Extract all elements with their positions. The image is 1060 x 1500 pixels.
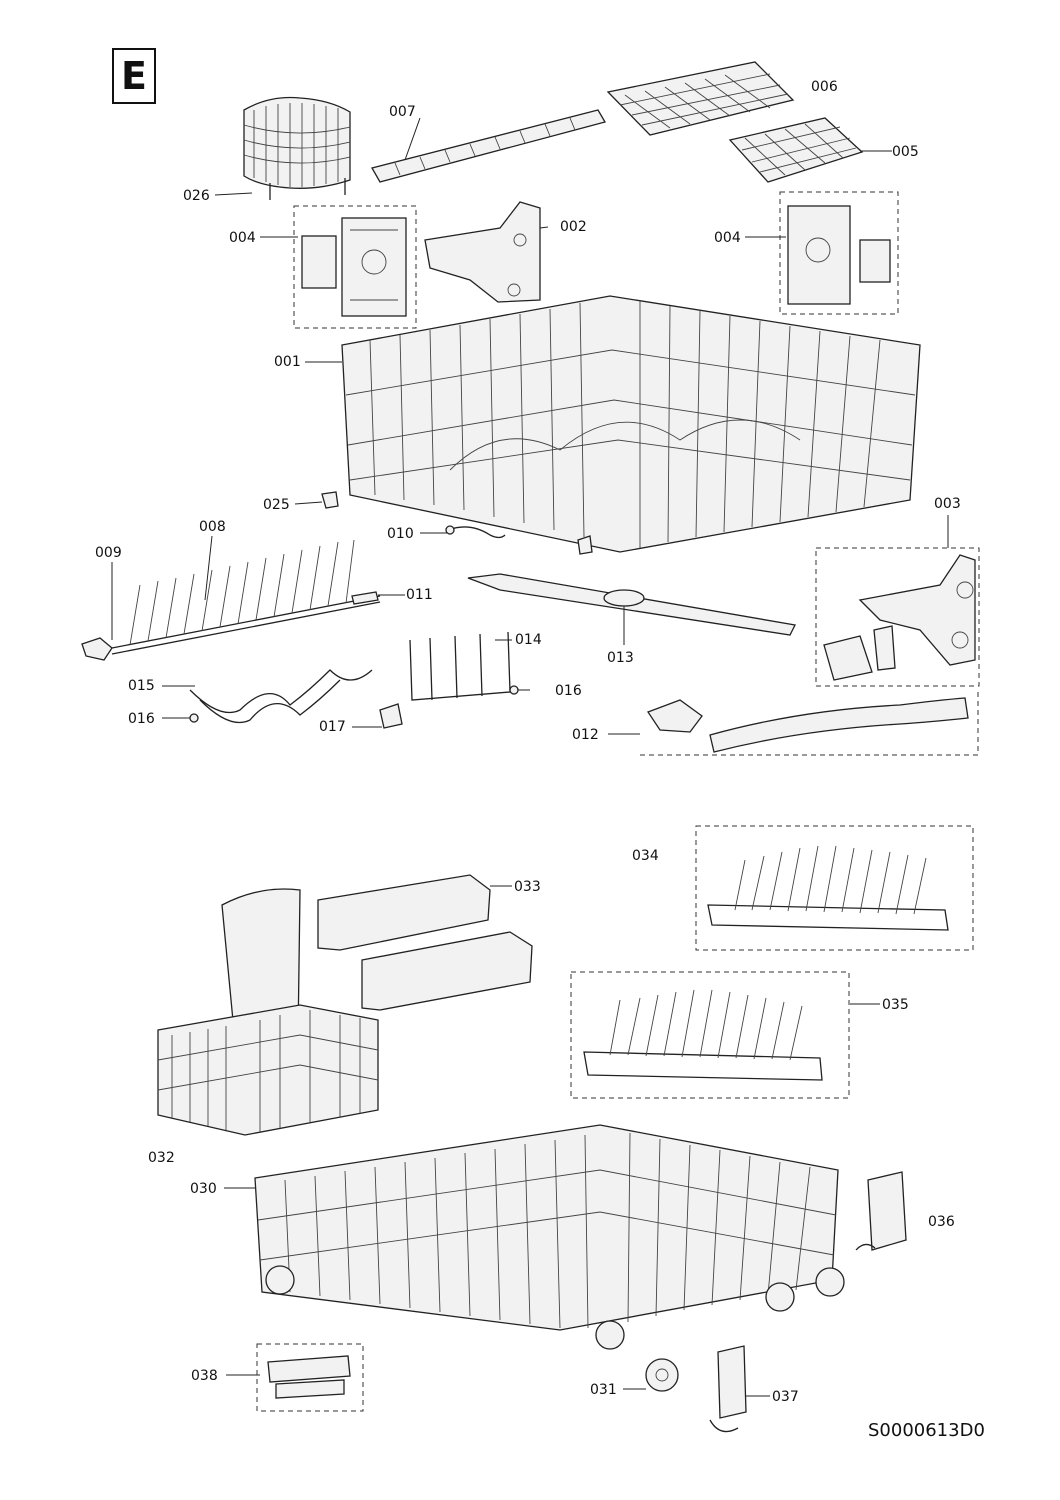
- part-001-upper-rack: [341, 295, 921, 553]
- part-label-009: 009: [95, 545, 122, 561]
- part-label-036: 036: [928, 1214, 955, 1230]
- part-037-bracket: [709, 1345, 747, 1433]
- part-label-030: 030: [190, 1181, 217, 1197]
- part-label-034: 034: [632, 848, 659, 864]
- part-008-tine-row: [111, 539, 381, 655]
- part-label-031: 031: [590, 1382, 617, 1398]
- part-036-bracket: [855, 1171, 907, 1251]
- part-030-lower-rack: [254, 1124, 845, 1350]
- part-label-002: 002: [560, 219, 587, 235]
- part-label-003: 003: [934, 496, 961, 512]
- part-label-007: 007: [389, 104, 416, 120]
- part-003-bracket-group: [815, 547, 980, 687]
- part-010-link: [445, 525, 506, 539]
- part-label-033: 033: [514, 879, 541, 895]
- part-015-wire-insert: [189, 669, 373, 724]
- part-label-004-left: 004: [229, 230, 256, 246]
- part-038-group: [256, 1343, 364, 1412]
- part-label-011: 011: [406, 587, 433, 603]
- part-label-017: 017: [319, 719, 346, 735]
- part-009-clip: [81, 637, 113, 661]
- part-label-010: 010: [387, 526, 414, 542]
- part-014-holder: [379, 631, 519, 729]
- section-letter-box: E: [112, 48, 156, 104]
- part-label-013: 013: [607, 650, 634, 666]
- part-label-014: 014: [515, 632, 542, 648]
- part-label-012: 012: [572, 727, 599, 743]
- part-label-032: 032: [148, 1150, 175, 1166]
- part-small-hinge: [577, 535, 593, 555]
- part-025-clip: [321, 491, 339, 509]
- part-006-cup-shelf: [606, 61, 795, 136]
- part-label-005: 005: [892, 144, 919, 160]
- part-005-cup-shelf: [728, 117, 864, 183]
- part-026-small-basket: [243, 96, 351, 200]
- part-002-height-adjuster: [424, 201, 541, 303]
- part-label-035: 035: [882, 997, 909, 1013]
- part-035-tine-rack: [570, 971, 850, 1099]
- leader-lines: [111, 117, 949, 1397]
- part-033-basket-lids: [317, 874, 533, 1011]
- part-004-left-group: [293, 205, 417, 329]
- part-011-pin: [351, 591, 379, 605]
- part-032-cutlery-basket: [157, 888, 379, 1136]
- part-label-004-right: 004: [714, 230, 741, 246]
- part-013-spray-arm: [467, 573, 796, 636]
- part-031-wheel: [645, 1358, 679, 1392]
- part-label-026: 026: [183, 188, 210, 204]
- document-id: S0000613D0: [868, 1420, 985, 1441]
- part-label-015: 015: [128, 678, 155, 694]
- part-012-pipe-group: [640, 690, 979, 756]
- part-label-016-left: 016: [128, 711, 155, 727]
- part-label-016-right: 016: [555, 683, 582, 699]
- part-034-tine-rack: [695, 825, 974, 951]
- part-label-037: 037: [772, 1389, 799, 1405]
- part-label-038: 038: [191, 1368, 218, 1384]
- part-label-008: 008: [199, 519, 226, 535]
- part-label-001: 001: [274, 354, 301, 370]
- part-label-025: 025: [263, 497, 290, 513]
- part-label-006: 006: [811, 79, 838, 95]
- part-004-right-group: [779, 191, 899, 315]
- part-007-rack-rail: [371, 109, 606, 183]
